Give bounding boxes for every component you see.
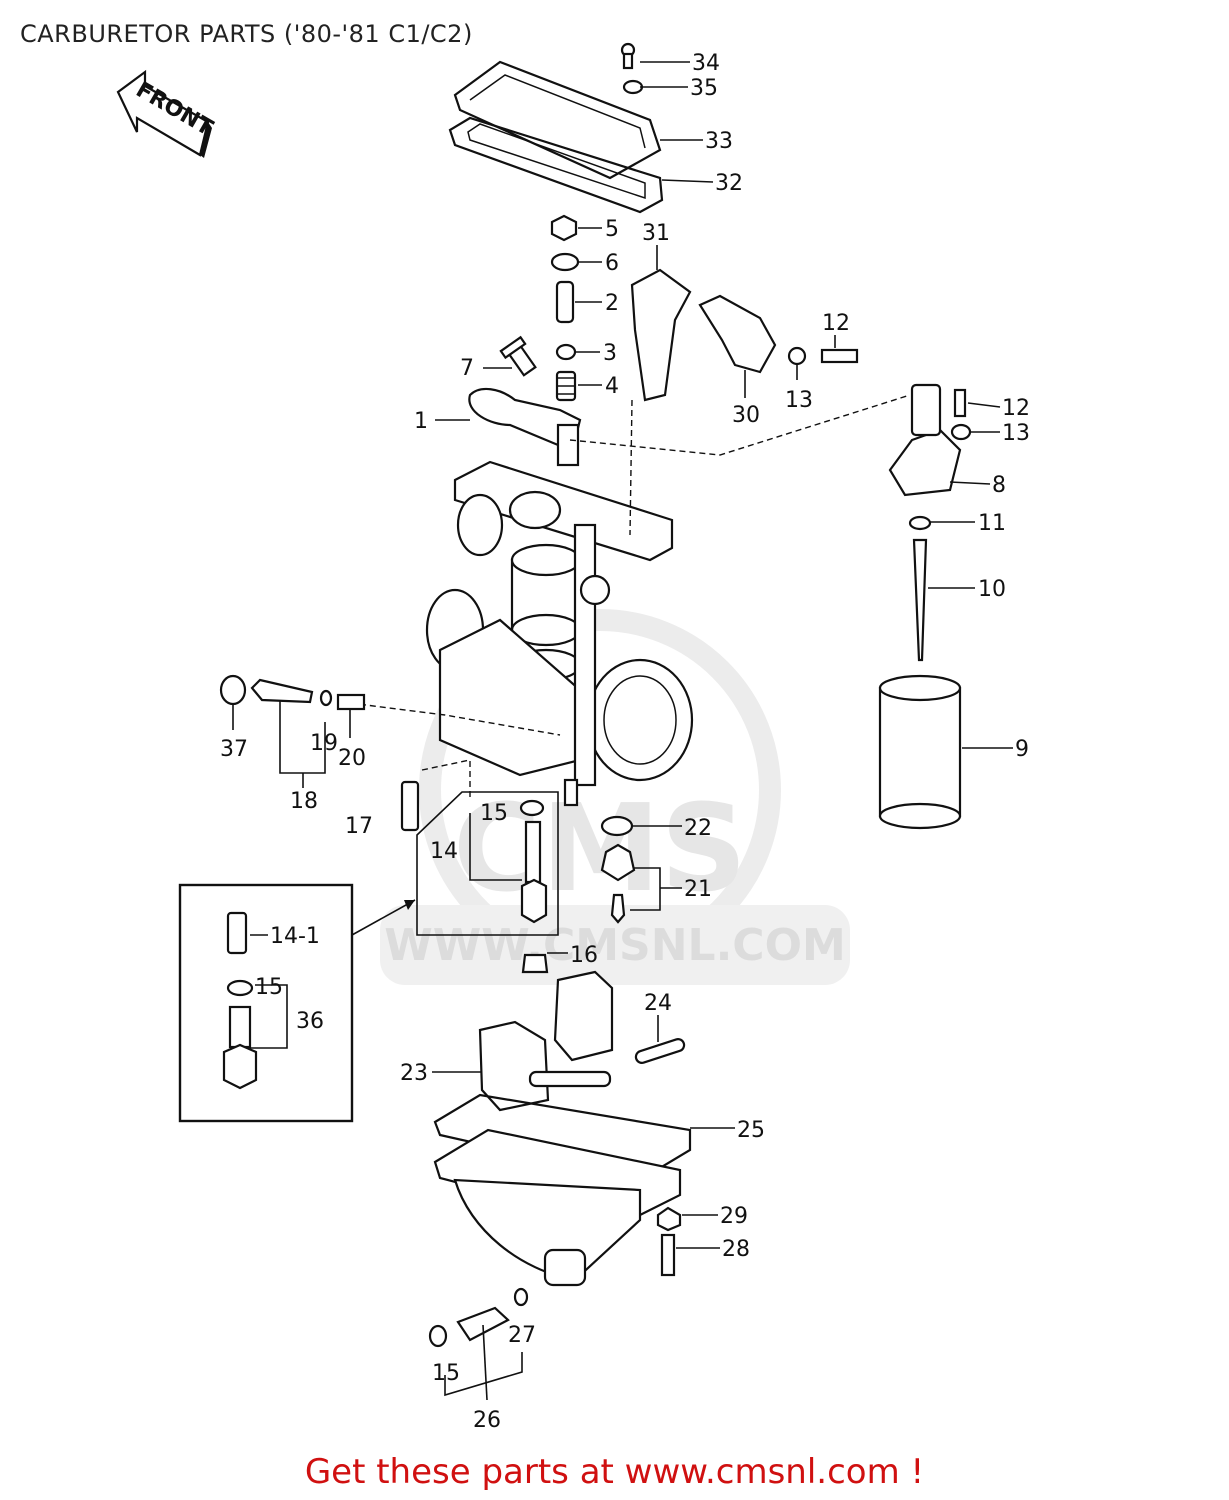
front-arrow: FRONT: [116, 69, 217, 158]
callout-15c: 15: [432, 1361, 460, 1386]
callout-21: 21: [684, 877, 712, 902]
callout-labels: 34 35 33 32 5 6 31 2 3 7 4 12 13 30 1 12…: [220, 51, 1030, 1433]
float-valve-parts: [521, 815, 636, 974]
callout-9: 9: [1015, 737, 1029, 762]
needle-part: [908, 515, 932, 662]
callout-34: 34: [692, 51, 720, 76]
callout-25: 25: [737, 1118, 765, 1143]
cap-part: [888, 383, 962, 497]
callout-15b: 15: [255, 975, 283, 1000]
callout-33: 33: [705, 129, 733, 154]
callout-10: 10: [978, 577, 1006, 602]
callout-29: 29: [720, 1204, 748, 1229]
callout-30: 30: [732, 403, 760, 428]
linkage-parts: [630, 268, 972, 441]
stack-parts: [499, 214, 580, 402]
watermark: CMS WWW.CMSNL.COM: [380, 609, 850, 985]
top-cover-part: [448, 42, 664, 214]
callout-1: 1: [414, 409, 428, 434]
callout-28: 28: [722, 1237, 750, 1262]
callout-20: 20: [338, 746, 366, 771]
callout-13a: 13: [785, 388, 813, 413]
callout-23: 23: [400, 1061, 428, 1086]
callout-13b: 13: [1002, 421, 1030, 446]
page-title: CARBURETOR PARTS ('80-'81 C1/C2): [20, 20, 473, 48]
callout-11: 11: [978, 511, 1006, 536]
callout-27: 27: [508, 1323, 536, 1348]
carburetor-body: [425, 460, 694, 807]
callout-5: 5: [605, 217, 619, 242]
callout-2: 2: [605, 291, 619, 316]
callout-26: 26: [473, 1408, 501, 1433]
callout-24: 24: [644, 991, 672, 1016]
callout-14-1: 14-1: [270, 924, 320, 949]
main-jet-group: [416, 791, 559, 936]
callout-18: 18: [290, 789, 318, 814]
callout-8: 8: [992, 473, 1006, 498]
assembly-lines: [349, 394, 911, 800]
leader-lines: [232, 61, 1013, 1249]
callout-19: 19: [310, 731, 338, 756]
callout-12b: 12: [1002, 396, 1030, 421]
callout-22: 22: [684, 816, 712, 841]
pilot-screw-parts: [219, 674, 420, 832]
callout-35: 35: [690, 76, 718, 101]
watermark-logo: CMS: [453, 780, 747, 919]
callout-31: 31: [642, 221, 670, 246]
slide-part: [878, 674, 962, 830]
callout-37: 37: [220, 737, 248, 762]
callout-15a: 15: [480, 801, 508, 826]
callout-16: 16: [570, 943, 598, 968]
callout-3: 3: [603, 341, 617, 366]
callout-4: 4: [605, 374, 619, 399]
callout-17: 17: [345, 814, 373, 839]
callout-32: 32: [715, 171, 743, 196]
inset-box: [178, 883, 416, 1123]
float-bowl-parts: [433, 970, 692, 1287]
callout-7: 7: [460, 356, 474, 381]
footer-promo-link[interactable]: Get these parts at www.cmsnl.com !: [304, 1452, 925, 1492]
callout-6: 6: [605, 251, 619, 276]
callout-12a: 12: [822, 311, 850, 336]
drain-parts: [428, 1287, 529, 1401]
callout-36: 36: [296, 1009, 324, 1034]
callout-14: 14: [430, 839, 458, 864]
watermark-url: WWW.CMSNL.COM: [384, 920, 846, 971]
